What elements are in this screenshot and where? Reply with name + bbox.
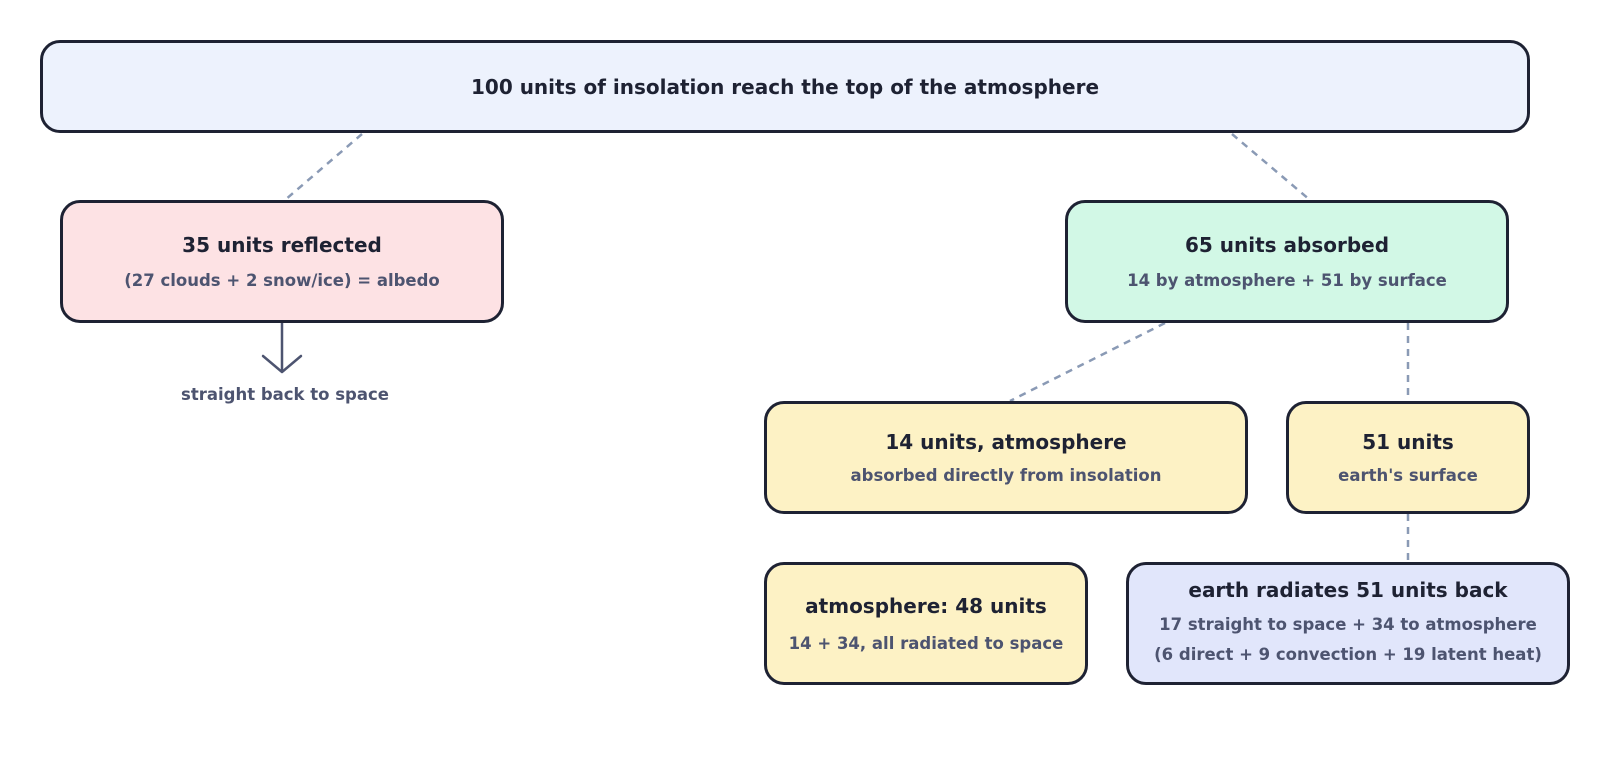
atmosphere-direct-detail: absorbed directly from insolation bbox=[850, 465, 1162, 485]
insolation-total-box: 100 units of insolation reach the top of… bbox=[40, 40, 1530, 133]
connector-absorbed-to-atmosphere bbox=[1009, 321, 1166, 403]
reflected-title: 35 units reflected bbox=[182, 232, 382, 257]
atmosphere-total-title: atmosphere: 48 units bbox=[805, 593, 1047, 618]
reflected-detail: (27 clouds + 2 snow/ice) = albedo bbox=[124, 270, 440, 290]
connector-top-to-absorbed bbox=[1231, 133, 1311, 201]
surface-box: 51 units earth's surface bbox=[1286, 401, 1530, 514]
earth-radiation-detail-line1: 17 straight to space + 34 to atmosphere bbox=[1159, 614, 1537, 634]
reflected-destination-label: straight back to space bbox=[181, 385, 389, 404]
connector-top-to-reflected bbox=[284, 133, 363, 201]
surface-detail: earth's surface bbox=[1338, 465, 1478, 485]
atmosphere-total-detail: 14 + 34, all radiated to space bbox=[788, 633, 1064, 653]
atmosphere-direct-title: 14 units, atmosphere bbox=[885, 429, 1127, 454]
atmosphere-direct-box: 14 units, atmosphere absorbed directly f… bbox=[764, 401, 1248, 514]
earth-radiation-box: earth radiates 51 units back 17 straight… bbox=[1126, 562, 1570, 685]
insolation-total-title: 100 units of insolation reach the top of… bbox=[470, 74, 1100, 99]
absorbed-box: 65 units absorbed 14 by atmosphere + 51 … bbox=[1065, 200, 1509, 323]
atmosphere-total-box: atmosphere: 48 units 14 + 34, all radiat… bbox=[764, 562, 1088, 685]
earth-radiation-title: earth radiates 51 units back bbox=[1188, 577, 1508, 602]
absorbed-detail: 14 by atmosphere + 51 by surface bbox=[1127, 270, 1447, 290]
down-arrow-icon bbox=[261, 321, 303, 374]
absorbed-title: 65 units absorbed bbox=[1184, 232, 1390, 257]
reflected-box: 35 units reflected (27 clouds + 2 snow/i… bbox=[60, 200, 504, 323]
surface-title: 51 units bbox=[1362, 429, 1454, 454]
earth-radiation-detail-line2: (6 direct + 9 convection + 19 latent hea… bbox=[1154, 644, 1542, 664]
